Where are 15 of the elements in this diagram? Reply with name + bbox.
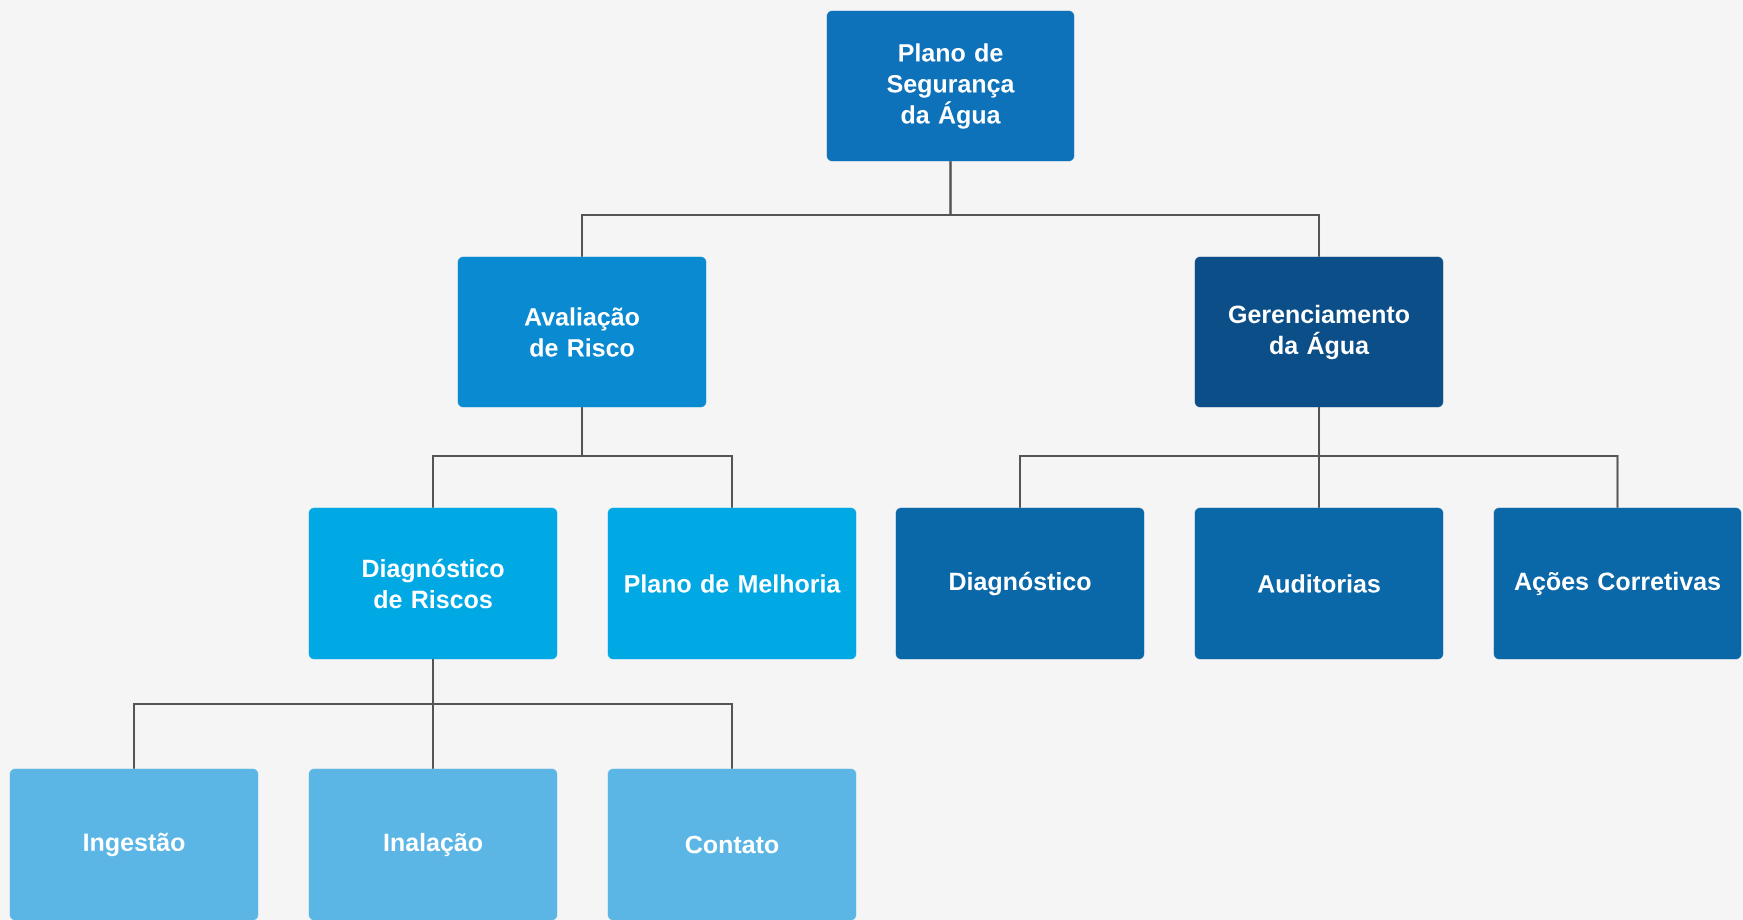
process-box: Ações Corretivas [1493, 507, 1742, 660]
connector-line [1318, 406, 1619, 509]
connector-line [949, 160, 1320, 258]
process-box: Gerenciamento da Água [1194, 256, 1444, 408]
process-box: Avaliação de Risco [457, 256, 707, 408]
process-box: Auditorias [1194, 507, 1444, 660]
process-box: Plano de Melhoria [607, 507, 857, 660]
process-box: Plano de Segurança da Água [826, 10, 1075, 162]
process-box: Ingestão [9, 768, 259, 920]
connector-line [432, 658, 733, 770]
process-box: Diagnóstico [895, 507, 1145, 660]
process-box: Contato [607, 768, 857, 920]
process-box: Inalação [308, 768, 558, 920]
connector-line [581, 406, 733, 509]
process-box: Diagnóstico de Riscos [308, 507, 558, 660]
